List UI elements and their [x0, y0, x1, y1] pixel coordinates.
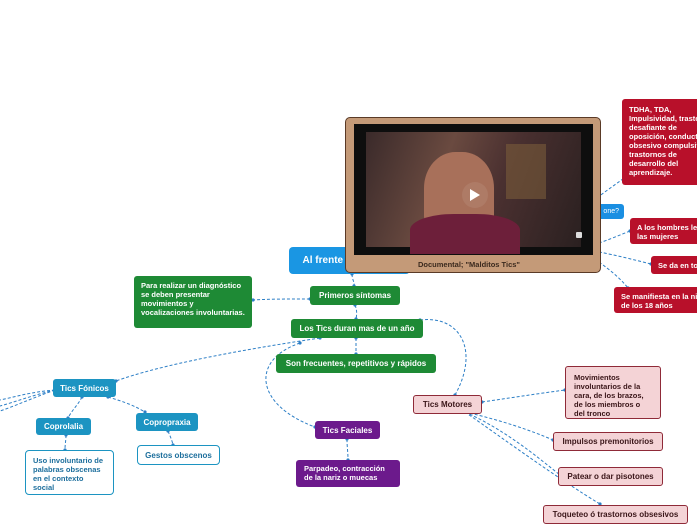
diagnostico-node[interactable]: Para realizar un diagnóstico se deben pr…	[134, 276, 252, 328]
manifiesta-node[interactable]: Se manifiesta en la niñez, antes de los …	[614, 287, 697, 313]
background-poster	[506, 144, 546, 199]
video-widget[interactable]: Documental; "Malditos Tics"	[345, 117, 601, 273]
tics-duran-node[interactable]: Los Tics duran mas de un año	[291, 319, 423, 338]
person-shirt	[410, 214, 520, 254]
se-da-label: Se da en todo	[658, 261, 697, 270]
diagnostico-label: Para realizar un diagnóstico se deben pr…	[141, 281, 245, 317]
tics-motores-node[interactable]: Tics Motores	[413, 395, 482, 414]
impulsos-label: Impulsos premonitorios	[562, 437, 654, 446]
primeros-sintomas-label: Primeros síntomas	[318, 291, 392, 300]
hombres-node[interactable]: A los hombres les da mas que las mujeres	[630, 218, 697, 244]
video-player[interactable]	[354, 124, 593, 255]
toqueteo-node[interactable]: Toqueteo ó trastornos obsesivos	[543, 505, 688, 524]
uso-involuntario-node[interactable]: Uso involuntario de palabras obscenas en…	[25, 450, 114, 495]
question-node-label: one?	[603, 208, 619, 215]
tics-motores-label: Tics Motores	[422, 400, 473, 409]
play-icon[interactable]	[462, 182, 488, 208]
impulsos-node[interactable]: Impulsos premonitorios	[553, 432, 663, 451]
patear-label: Patear o dar pisotones	[567, 472, 654, 481]
parpadeo-node[interactable]: Parpadeo, contracción de la nariz o muec…	[296, 460, 400, 487]
patear-node[interactable]: Patear o dar pisotones	[558, 467, 663, 486]
uso-involuntario-label: Uso involuntario de palabras obscenas en…	[33, 456, 104, 492]
manifiesta-label: Se manifiesta en la niñez, antes de los …	[621, 292, 697, 310]
video-frame	[366, 132, 581, 254]
tics-faciales-label: Tics Faciales	[322, 425, 373, 435]
tics-fonicos-label: Tics Fónicos	[60, 383, 109, 393]
copropraxia-label: Copropraxia	[143, 417, 191, 427]
copropraxia-node[interactable]: Copropraxia	[136, 413, 198, 431]
coprolalia-node[interactable]: Coprolalia	[36, 418, 91, 435]
coprolalia-label: Coprolalia	[43, 422, 84, 431]
fullscreen-icon[interactable]	[576, 232, 582, 238]
video-caption: Documental; "Malditos Tics"	[418, 260, 520, 269]
tics-fonicos-node[interactable]: Tics Fónicos	[53, 379, 116, 397]
gestos-obscenos-node[interactable]: Gestos obscenos	[137, 445, 220, 465]
hombres-label: A los hombres les da mas que las mujeres	[637, 223, 697, 241]
movimientos-label: Movimientos involuntarios de la cara, de…	[574, 373, 644, 418]
tics-duran-label: Los Tics duran mas de un año	[299, 324, 415, 333]
gestos-obscenos-label: Gestos obscenos	[145, 450, 212, 460]
se-da-node[interactable]: Se da en todo	[651, 256, 697, 274]
comorbilidades-label: TDHA, TDA, Impulsividad, trastorno desaf…	[629, 105, 697, 177]
parpadeo-label: Parpadeo, contracción de la nariz o muec…	[304, 464, 385, 482]
tics-faciales-node[interactable]: Tics Faciales	[315, 421, 380, 439]
comorbilidades-node[interactable]: TDHA, TDA, Impulsividad, trastorno desaf…	[622, 99, 697, 185]
frecuentes-label: Son frecuentes, repetitivos y rápidos	[285, 359, 427, 368]
frecuentes-node[interactable]: Son frecuentes, repetitivos y rápidos	[276, 354, 436, 373]
movimientos-node[interactable]: Movimientos involuntarios de la cara, de…	[565, 366, 661, 419]
toqueteo-label: Toqueteo ó trastornos obsesivos	[552, 510, 679, 519]
primeros-sintomas-node[interactable]: Primeros síntomas	[310, 286, 400, 305]
